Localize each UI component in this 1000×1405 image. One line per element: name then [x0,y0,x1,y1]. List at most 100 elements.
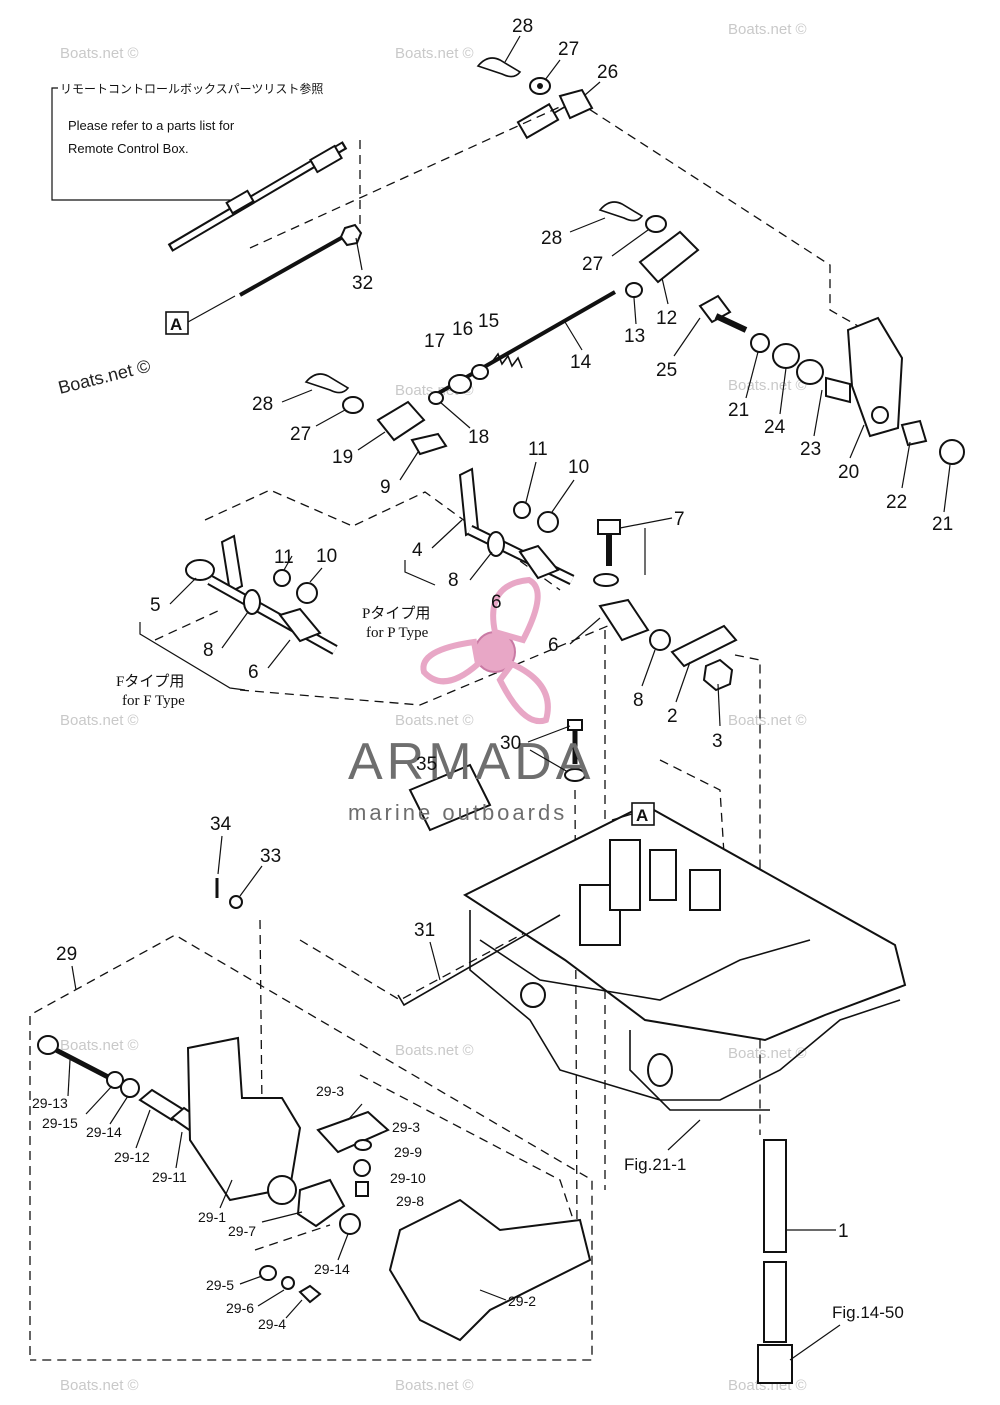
callout-29-3: 29-3 [316,1083,344,1099]
callout-29-15: 29-15 [42,1115,78,1131]
bolt-and-label [408,719,586,832]
watermark: Boats.net © [728,1045,807,1062]
watermark: Boats.net © [395,45,474,62]
armada-brand: ARMADA marine outboards [348,576,594,825]
callout-10: 10 [568,457,589,478]
callout-29-14: 29-14 [314,1261,350,1277]
callout-30: 30 [500,733,521,754]
callout-29-4: 29-4 [258,1316,286,1332]
watermark: Boats.net © [728,712,807,729]
callout-34: 34 [210,814,232,835]
callout-18: 18 [468,427,489,448]
watermark: Boats.net © [60,45,139,62]
callout-29-7: 29-7 [228,1223,256,1239]
callout-7: 7 [674,509,685,530]
callout-11: 11 [528,439,548,460]
callout-27: 27 [558,39,579,60]
callout-15: 15 [478,311,499,332]
reference-box-a-upper: A [165,295,236,335]
callout-17: 17 [424,331,445,352]
cable-assembly [167,97,581,297]
note-japanese: リモートコントロールボックスパーツリスト参照 [60,81,323,96]
watermark: Boats.net © [60,1377,139,1394]
callout-29-6: 29-6 [226,1300,254,1316]
callout-12: 12 [656,308,677,329]
brand-tagline: marine outboards [348,800,567,825]
callout-28: 28 [541,228,562,249]
callout-27: 27 [290,424,311,445]
watermark: Boats.net © [395,1042,474,1059]
watermark: Boats.net © [60,712,139,729]
assembly-lines [29,99,866,1361]
f-type-label-en: for F Type [122,693,185,709]
callout-25: 25 [656,360,677,381]
pin-and-nut [215,878,243,909]
callout-2: 2 [667,706,678,727]
callout-21: 21 [728,400,749,421]
callout-29-9: 29-9 [394,1144,422,1160]
callout-29-13: 29-13 [32,1095,68,1111]
f-type-label-jp: Fタイプ用 [116,673,184,690]
shaft-groups [139,467,738,692]
callout-27: 27 [582,254,603,275]
shaft-part-1 [757,1139,841,1384]
watermark: Boats.net © [60,1037,139,1054]
box-a-label-lower: A [636,806,648,825]
callout-14: 14 [570,352,592,373]
watermark-inline: Boats.net © [56,356,152,398]
callout-4: 4 [412,540,423,561]
callout-6: 6 [548,635,559,656]
note-line-2: Remote Control Box. [68,141,189,156]
callout-5: 5 [150,595,161,616]
callout-10: 10 [316,546,337,567]
callout-8: 8 [633,690,644,711]
callout-6: 6 [248,662,259,683]
watermark: Boats.net © [728,377,807,394]
callout-8: 8 [203,640,214,661]
callout-19: 19 [332,447,353,468]
callout-13: 13 [624,326,645,347]
callout-6: 6 [491,592,502,613]
callout-28: 28 [512,16,533,37]
upper-linkage-parts [304,57,965,465]
callout-29-11: 29-11 [152,1169,187,1185]
callout-29-8: 29-8 [396,1193,424,1209]
fig-ref-lead [667,1119,701,1151]
callout-9: 9 [380,477,391,498]
box-a-label: A [170,315,182,334]
callout-labels: 28 27 26 28 27 32 12 13 15 16 17 14 25 2… [32,16,953,1332]
callout-29-14: 29-14 [86,1124,122,1140]
callout-28: 28 [252,394,273,415]
callout-26: 26 [597,62,618,83]
callout-29-2: 29-2 [508,1293,536,1309]
fig-ref-engine: Fig.21-1 [624,1155,686,1174]
callout-1: 1 [838,1221,849,1242]
callout-21: 21 [932,514,953,535]
callout-29-1: 29-1 [198,1209,226,1225]
callout-35: 35 [416,754,437,775]
callout-29: 29 [56,944,77,965]
note-line-1: Please refer to a parts list for [68,118,235,133]
callout-29-5: 29-5 [206,1277,234,1293]
reference-box-a-lower: A [611,802,655,826]
callout-29-3: 29-3 [392,1119,420,1135]
watermark: Boats.net © [728,21,807,38]
callout-23: 23 [800,439,821,460]
leader-lines [67,35,951,1319]
fig-ref-shaft: Fig.14-50 [832,1303,904,1322]
callout-32: 32 [352,273,373,294]
callout-16: 16 [452,319,473,340]
callout-31: 31 [414,920,435,941]
watermark: Boats.net © [395,1377,474,1394]
callout-3: 3 [712,731,723,752]
engine-body [397,803,907,1111]
sub-assembly-29 [37,1035,592,1342]
callout-29-12: 29-12 [114,1149,150,1165]
callout-20: 20 [838,462,859,483]
watermark: Boats.net © [395,712,474,729]
callout-22: 22 [886,492,907,513]
type-labels: Pタイプ用 for P Type Fタイプ用 for F Type [116,605,430,709]
brand-name: ARMADA [348,733,594,791]
